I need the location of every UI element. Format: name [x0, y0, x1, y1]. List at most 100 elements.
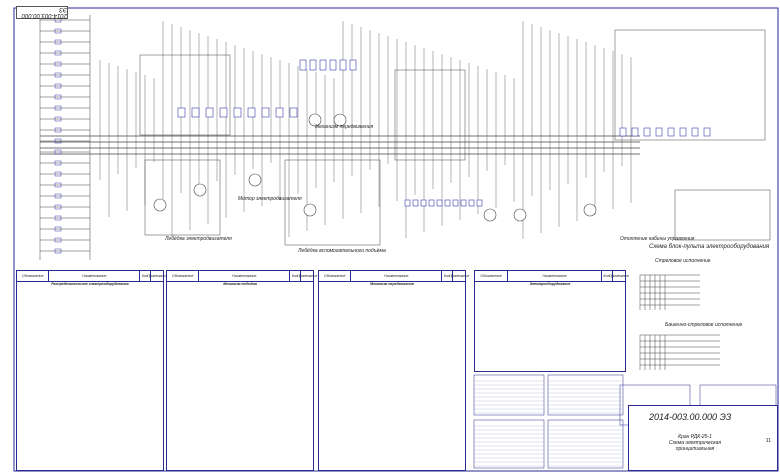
table-section: Механизм передвижения [370, 282, 414, 286]
contactor-coil [703, 127, 711, 137]
motor-symbol [193, 183, 207, 197]
sheet-number: 11 [765, 438, 771, 444]
equipment-enclosure [284, 159, 381, 246]
contactor-coil [679, 127, 687, 137]
contactor-coil [643, 127, 651, 137]
label-tower-boom-version: Башенно-стреловое исполнение [665, 322, 743, 328]
doc-stamp: 2014-003.00.000 ЭЗ [16, 6, 68, 19]
relay-coil [404, 199, 411, 207]
relay-contact [54, 105, 62, 111]
col-header: Обозначение [167, 271, 200, 281]
relay-coil [476, 199, 483, 207]
relay-contact [54, 237, 62, 243]
col-header: Наименование [49, 271, 141, 281]
motor-symbol [303, 203, 317, 217]
motor-symbol [153, 198, 167, 212]
label-travel-mechanism: Механизм передвижения [315, 124, 374, 130]
label-cab-heating: Отопление кабины управления [620, 236, 695, 242]
col-header: Примечание [147, 274, 168, 278]
contactor-coil [309, 59, 317, 71]
label-console-scheme: Схема блок-пульта электрооборудования [648, 244, 771, 250]
relay-coil [468, 199, 475, 207]
col-header: Наименование [508, 271, 602, 281]
relay-contact [54, 215, 62, 221]
col-header: Обозначение [319, 271, 352, 281]
legend-table [473, 419, 545, 469]
contactor-coil [667, 127, 675, 137]
contactor-coil [247, 107, 256, 118]
relay-contact [54, 138, 62, 144]
drawing-frame [13, 7, 779, 472]
relay-contact [54, 248, 62, 254]
contactor-coil [219, 107, 228, 118]
contactor-coil [205, 107, 214, 118]
contactor-coil [177, 107, 186, 118]
relay-contact [54, 127, 62, 133]
col-header: Кол. [442, 271, 454, 281]
col-header: Наименование [199, 271, 291, 281]
equipment-enclosure [614, 29, 766, 141]
relay-contact [54, 28, 62, 34]
relay-contact [54, 83, 62, 89]
col-header: Примечание [297, 274, 318, 278]
relay-coil [420, 199, 427, 207]
legend-table [473, 374, 545, 416]
relay-coil [452, 199, 459, 207]
table-section: Механизм подъёма [223, 282, 257, 286]
legend-table [547, 419, 624, 469]
doc-number: 2014-003.00.000 ЭЗ [649, 412, 732, 422]
relay-contact [54, 94, 62, 100]
col-header: Кол. [140, 271, 152, 281]
relay-coil [436, 199, 443, 207]
equipment-enclosure [394, 69, 466, 161]
col-header: Примечание [449, 274, 470, 278]
relay-contact [54, 226, 62, 232]
title-line: принципиальная [675, 446, 715, 452]
contactor-coil [299, 59, 307, 71]
relay-contact [54, 149, 62, 155]
col-header: Примечание [608, 274, 630, 278]
motor-symbol [583, 203, 597, 217]
contactor-coil [191, 107, 200, 118]
contactor-coil [631, 127, 639, 137]
contactor-coil [275, 107, 284, 118]
equipment-enclosure [674, 189, 771, 241]
motor-symbol [308, 113, 322, 127]
col-header: Кол. [290, 271, 302, 281]
contactor-coil [349, 59, 357, 71]
relay-contact [54, 171, 62, 177]
relay-coil [428, 199, 435, 207]
col-header: Обозначение [17, 271, 50, 281]
relay-coil [444, 199, 451, 207]
legend-table [547, 374, 624, 416]
contactor-coil [339, 59, 347, 71]
relay-coil [460, 199, 467, 207]
relay-contact [54, 182, 62, 188]
label-motor: Мотор электродвигателя [238, 196, 302, 202]
contactor-coil [261, 107, 270, 118]
contactor-coil [619, 127, 627, 137]
contactor-coil [655, 127, 663, 137]
contactor-coil [319, 59, 327, 71]
contactor-coil [691, 127, 699, 137]
relay-contact [54, 204, 62, 210]
motor-symbol [333, 113, 347, 127]
relay-contact [54, 50, 62, 56]
title-line: Кран РДК-25-1 [678, 434, 712, 440]
contactor-coil [289, 107, 298, 118]
motor-symbol [513, 208, 527, 222]
equipment-enclosure [144, 159, 221, 236]
label-boom-version: Стреловое исполнение [655, 258, 711, 264]
drawing-title: Кран РДК-25-1 Схема электрическая принци… [669, 434, 721, 452]
motor-symbol [248, 173, 262, 187]
table-section: Электрооборудование [529, 282, 571, 286]
col-header: Кол. [602, 271, 613, 281]
col-header: Наименование [351, 271, 443, 281]
label-main-hoist: Лебёдка электродвигателя [165, 236, 232, 242]
motor-symbol [483, 208, 497, 222]
relay-contact [54, 116, 62, 122]
relay-contact [54, 72, 62, 78]
